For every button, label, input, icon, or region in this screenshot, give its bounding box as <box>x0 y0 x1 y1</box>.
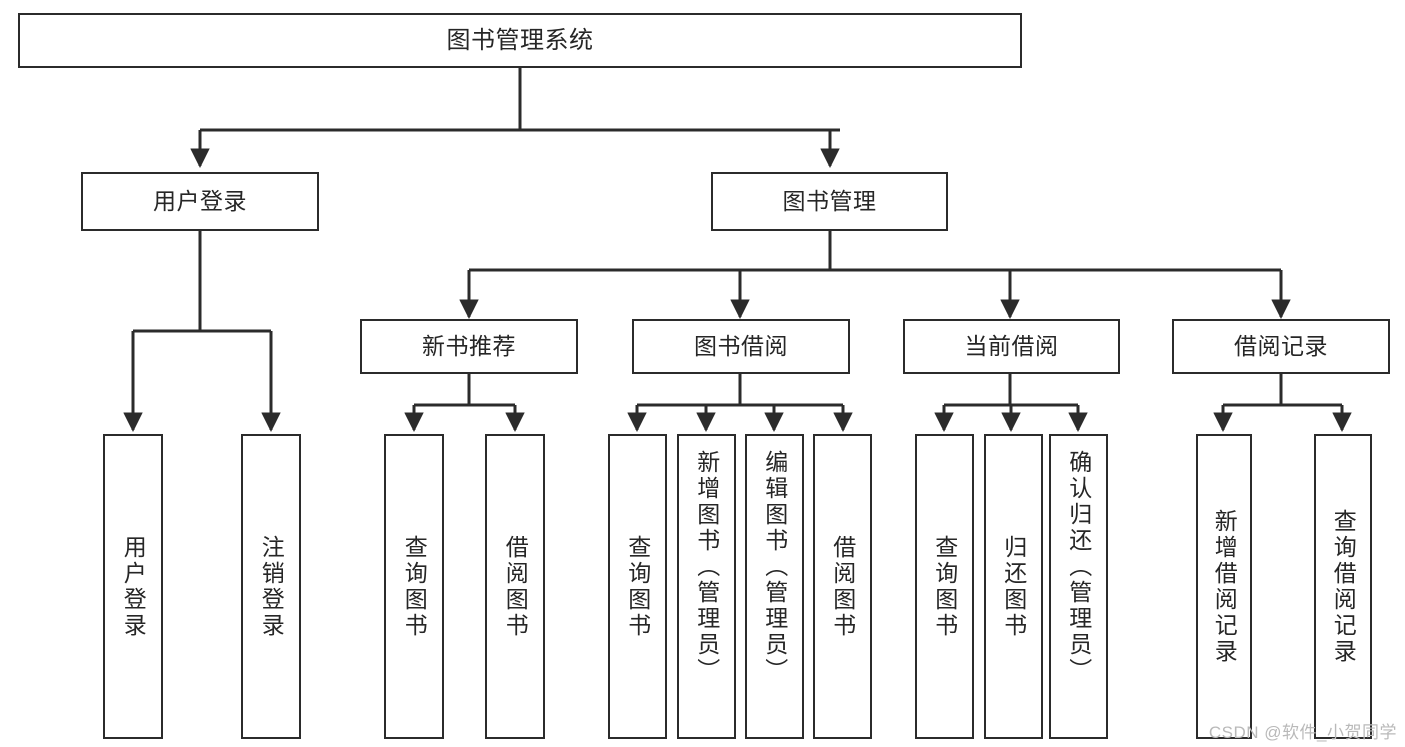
node-current-borrow[interactable]: 当前借阅 <box>903 319 1120 374</box>
node-new-book-rec[interactable]: 新书推荐 <box>360 319 578 374</box>
leaf-return-book[interactable]: 归还图书 <box>984 434 1043 739</box>
node-borrow-record[interactable]: 借阅记录 <box>1172 319 1390 374</box>
leaf-add-book-label: 新增图书（管理员） <box>693 450 720 684</box>
leaf-borrow-book-2[interactable]: 借阅图书 <box>813 434 872 739</box>
leaf-query-record[interactable]: 查询借阅记录 <box>1314 434 1372 739</box>
node-root-label: 图书管理系统 <box>446 26 594 54</box>
leaf-edit-book-label: 编辑图书（管理员） <box>761 450 788 684</box>
node-current-borrow-label: 当前借阅 <box>964 333 1059 359</box>
leaf-query-book-1-label: 查询图书 <box>401 534 428 639</box>
node-borrow-record-label: 借阅记录 <box>1234 333 1328 359</box>
leaf-query-book-2[interactable]: 查询图书 <box>608 434 667 739</box>
watermark: CSDN @软件_小贺同学 <box>1208 723 1397 742</box>
node-new-book-rec-label: 新书推荐 <box>422 333 516 359</box>
leaf-logout[interactable]: 注销登录 <box>241 434 301 739</box>
leaf-user-login[interactable]: 用户登录 <box>103 434 163 739</box>
node-book-borrow[interactable]: 图书借阅 <box>632 319 850 374</box>
leaf-confirm-return-label: 确认归还（管理员） <box>1065 450 1092 684</box>
node-book-manage-label: 图书管理 <box>782 188 877 214</box>
leaf-logout-label: 注销登录 <box>258 534 285 639</box>
node-user-login[interactable]: 用户登录 <box>81 172 319 231</box>
leaf-return-book-label: 归还图书 <box>1000 534 1027 639</box>
leaf-query-book-3-label: 查询图书 <box>931 534 958 639</box>
leaf-query-record-label: 查询借阅记录 <box>1330 508 1357 665</box>
leaf-add-book[interactable]: 新增图书（管理员） <box>677 434 736 739</box>
node-root[interactable]: 图书管理系统 <box>18 13 1022 68</box>
leaf-add-record-label: 新增借阅记录 <box>1211 508 1238 665</box>
leaf-query-book-2-label: 查询图书 <box>624 534 651 639</box>
leaf-query-book-1[interactable]: 查询图书 <box>384 434 444 739</box>
leaf-borrow-book-1[interactable]: 借阅图书 <box>485 434 545 739</box>
leaf-edit-book[interactable]: 编辑图书（管理员） <box>745 434 804 739</box>
leaf-add-record[interactable]: 新增借阅记录 <box>1196 434 1252 739</box>
leaf-confirm-return[interactable]: 确认归还（管理员） <box>1049 434 1108 739</box>
leaf-borrow-book-1-label: 借阅图书 <box>502 534 529 639</box>
leaf-query-book-3[interactable]: 查询图书 <box>915 434 974 739</box>
node-book-manage[interactable]: 图书管理 <box>711 172 948 231</box>
leaf-borrow-book-2-label: 借阅图书 <box>829 534 856 639</box>
node-user-login-label: 用户登录 <box>153 188 247 214</box>
node-book-borrow-label: 图书借阅 <box>694 333 788 359</box>
leaf-user-login-label: 用户登录 <box>120 534 147 639</box>
